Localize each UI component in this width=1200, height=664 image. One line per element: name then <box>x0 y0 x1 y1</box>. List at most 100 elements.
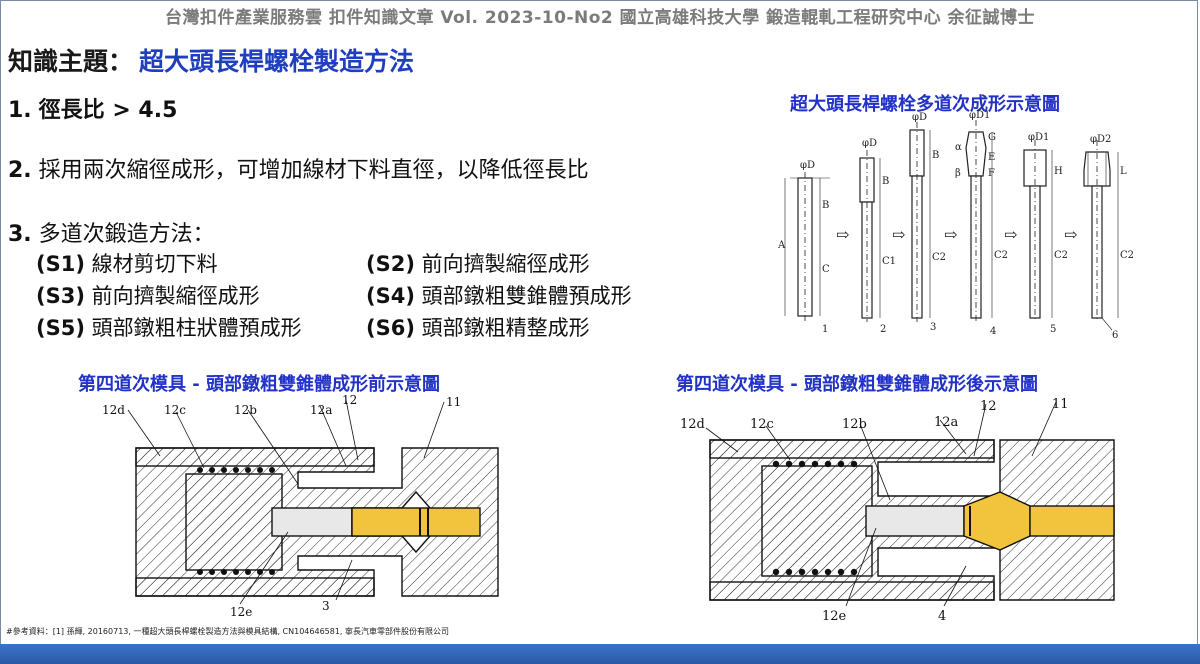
step-s6: (S6) 頭部鐓粗精整成形 <box>366 312 590 342</box>
svg-text:⇨: ⇨ <box>892 225 905 244</box>
forming-stages: ⇨ ⇨ ⇨ ⇨ ⇨ <box>784 120 1119 331</box>
step-s4: (S4) 頭部鐓粗雙錐體預成形 <box>366 280 632 310</box>
svg-text:⇨: ⇨ <box>944 225 957 244</box>
item-text: 多道次鍛造方法： <box>38 222 215 247</box>
workpiece-before <box>351 507 481 537</box>
reference-note: #參考資料：[1] 孫輝, 20160713, 一種超大頭長桿螺栓製造方法與模具… <box>6 627 450 636</box>
item-method: 3. 多道次鍛造方法： <box>8 216 215 248</box>
svg-text:C1: C1 <box>882 256 896 267</box>
svg-text:C2: C2 <box>994 250 1008 261</box>
svg-text:12e: 12e <box>230 605 252 619</box>
die-after-body <box>709 439 1115 601</box>
step-s3: (S3) 前向擠製縮徑成形 <box>36 280 260 310</box>
svg-text:12b: 12b <box>842 417 867 432</box>
svg-text:12: 12 <box>980 399 997 414</box>
svg-text:B: B <box>822 200 829 211</box>
springs-before <box>197 467 275 575</box>
step-code: (S2) <box>366 252 415 276</box>
svg-text:φD1: φD1 <box>1028 132 1049 143</box>
svg-text:φD: φD <box>800 160 815 171</box>
svg-text:1: 1 <box>822 324 828 335</box>
topic-title: 超大頭長桿螺栓製造方法 <box>139 47 415 76</box>
svg-text:H: H <box>1054 166 1063 177</box>
die-after-labels: 12d 12c 12b 12a 12 11 12e 4 <box>680 397 1069 624</box>
svg-text:12e: 12e <box>822 609 847 624</box>
bottom-bar <box>0 644 1200 664</box>
svg-text:β: β <box>955 168 961 179</box>
step-text: 前向擠製縮徑成形 <box>91 284 260 308</box>
svg-text:4: 4 <box>990 326 996 337</box>
svg-text:φD: φD <box>862 138 877 149</box>
svg-text:A: A <box>777 240 786 251</box>
die-before-caption: 第四道次模具 - 頭部鐓粗雙錐體成形前示意圖 <box>78 374 441 395</box>
svg-text:12d: 12d <box>102 403 125 417</box>
step-code: (S5) <box>36 316 85 340</box>
svg-text:12d: 12d <box>680 417 705 432</box>
svg-text:B: B <box>932 150 939 161</box>
svg-text:E: E <box>988 152 995 163</box>
svg-text:12a: 12a <box>310 403 332 417</box>
workpiece-after <box>1029 505 1115 537</box>
svg-text:φD2: φD2 <box>1090 134 1111 145</box>
die-after-caption: 第四道次模具 - 頭部鐓粗雙錐體成形後示意圖 <box>676 374 1039 395</box>
svg-text:G: G <box>988 132 996 143</box>
svg-text:C2: C2 <box>1120 250 1134 261</box>
step-s5: (S5) 頭部鐓粗柱狀體預成形 <box>36 312 302 342</box>
svg-text:11: 11 <box>446 395 461 409</box>
svg-text:12c: 12c <box>164 403 186 417</box>
step-code: (S3) <box>36 284 85 308</box>
svg-text:12: 12 <box>342 393 357 407</box>
step-text: 頭部鐓粗雙錐體預成形 <box>421 284 632 308</box>
multi-stage-caption: 超大頭長桿螺栓多道次成形示意圖 <box>790 94 1060 115</box>
step-text: 頭部鐓粗精整成形 <box>421 316 590 340</box>
svg-text:12b: 12b <box>234 403 257 417</box>
svg-text:B: B <box>882 176 889 187</box>
svg-text:α: α <box>955 142 962 153</box>
svg-text:11: 11 <box>1052 397 1069 412</box>
step-text: 頭部鐓粗柱狀體預成形 <box>91 316 302 340</box>
springs-after <box>772 460 858 576</box>
svg-text:2: 2 <box>880 324 886 335</box>
die-before-body <box>135 447 499 597</box>
svg-text:F: F <box>988 168 995 179</box>
slide-header: 台灣扣件產業服務雲 扣件知識文章 Vol. 2023-10-No2 國立高雄科技… <box>164 8 1036 28</box>
svg-text:12a: 12a <box>934 415 959 430</box>
multi-stage-labels: φD φD φD φD1 φD1 φD2 A B C B C1 B C2 C2 … <box>777 110 1134 341</box>
step-code: (S1) <box>36 252 85 276</box>
svg-text:φD: φD <box>912 112 927 123</box>
svg-text:3: 3 <box>930 322 936 333</box>
step-text: 前向擠製縮徑成形 <box>421 252 590 276</box>
item-text: 徑長比 > 4.5 <box>38 98 178 123</box>
svg-text:L: L <box>1120 166 1127 177</box>
step-s2: (S2) 前向擠製縮徑成形 <box>366 248 590 278</box>
step-code: (S6) <box>366 316 415 340</box>
svg-text:C2: C2 <box>932 252 946 263</box>
svg-text:5: 5 <box>1050 324 1056 335</box>
svg-text:4: 4 <box>938 609 946 624</box>
svg-text:3: 3 <box>322 599 330 613</box>
svg-text:6: 6 <box>1112 330 1118 341</box>
svg-text:⇨: ⇨ <box>836 225 849 244</box>
step-text: 線材剪切下料 <box>91 252 218 276</box>
svg-text:⇨: ⇨ <box>1064 225 1077 244</box>
item-number: 3. <box>8 222 32 247</box>
svg-text:C2: C2 <box>1054 250 1068 261</box>
item-reduction: 2. 採用兩次縮徑成形，可增加線材下料直徑，以降低徑長比 <box>8 152 589 184</box>
step-code: (S4) <box>366 284 415 308</box>
knowledge-topic: 知識主題：超大頭長桿螺栓製造方法 <box>8 42 414 78</box>
die-before-labels: 12d 12c 12b 12a 12 11 12e 3 <box>102 393 461 619</box>
item-number: 1. <box>8 98 32 123</box>
svg-text:C: C <box>822 264 830 275</box>
topic-label: 知識主題： <box>8 47 134 76</box>
svg-text:⇨: ⇨ <box>1004 225 1017 244</box>
svg-text:φD1: φD1 <box>969 110 990 121</box>
stage-4-double-cone <box>965 131 987 177</box>
svg-text:12c: 12c <box>750 417 774 432</box>
item-ratio: 1. 徑長比 > 4.5 <box>8 92 177 124</box>
item-text: 採用兩次縮徑成形，可增加線材下料直徑，以降低徑長比 <box>38 158 589 183</box>
item-number: 2. <box>8 158 32 183</box>
step-s1: (S1) 線材剪切下料 <box>36 248 218 278</box>
